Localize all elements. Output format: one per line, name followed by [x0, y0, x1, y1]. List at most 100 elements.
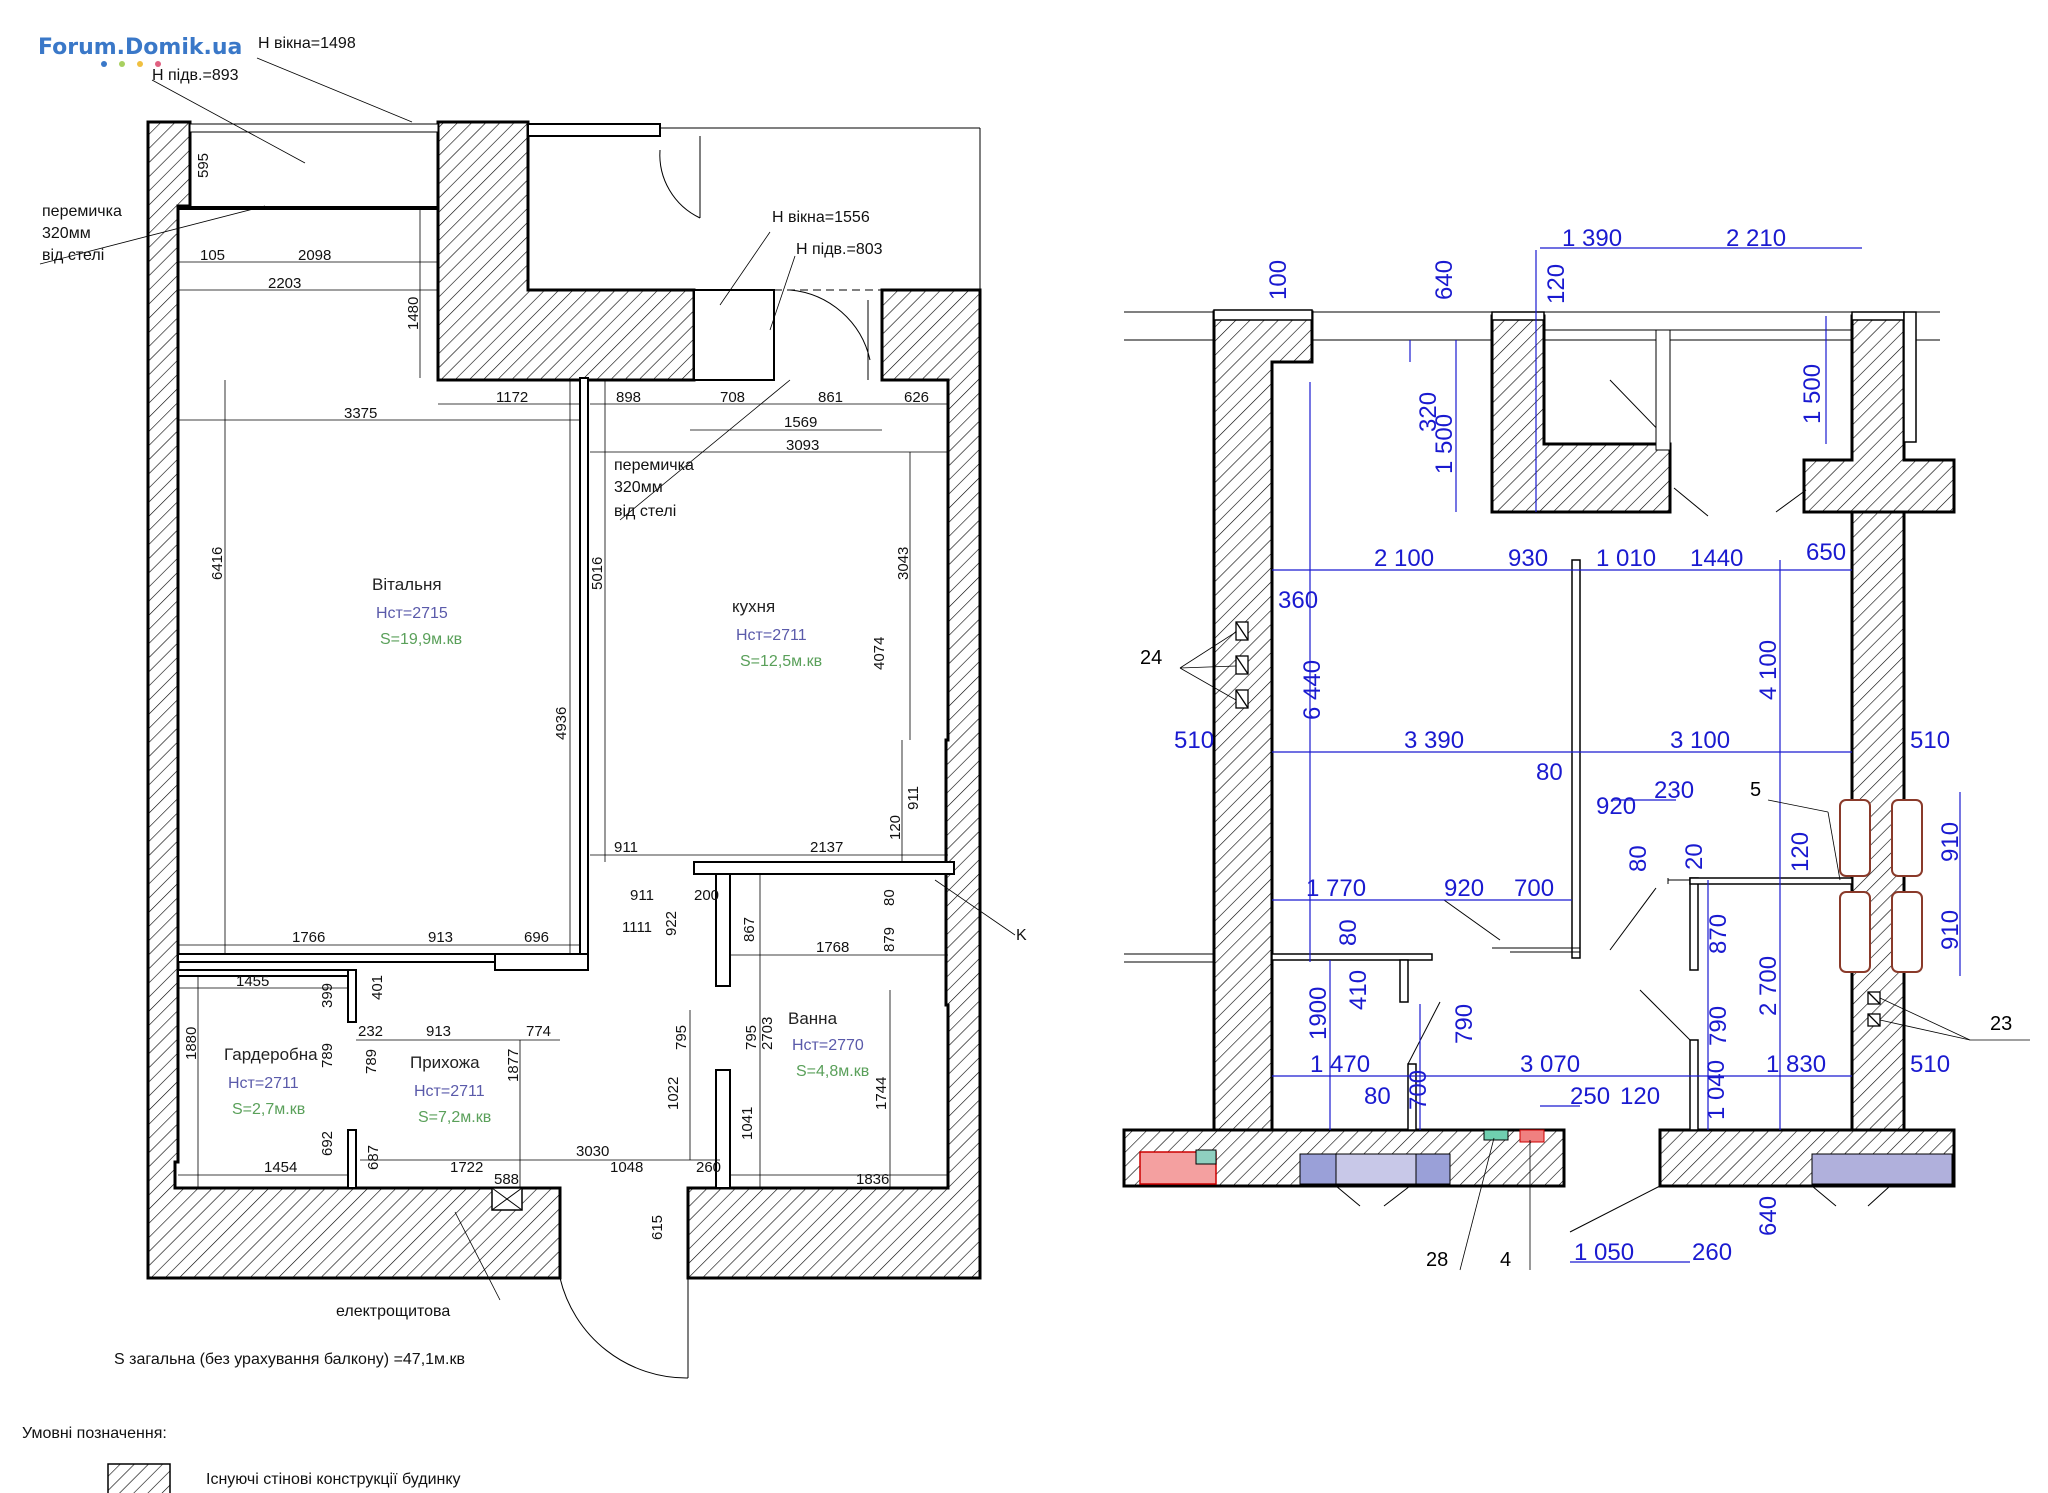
lintel-callout-2-line-3: від стелі — [614, 503, 676, 520]
lintel-callout-line-3: від стелі — [42, 247, 104, 264]
legend-title: Умовні позначення: — [22, 1425, 167, 1442]
sill-height-callout-2: H підв.=803 — [796, 241, 883, 258]
dim-label: 1 830 — [1766, 1051, 1826, 1078]
dim-label: 120 — [1787, 832, 1814, 872]
dim-label: 401 — [369, 975, 386, 1000]
dim-label: 861 — [818, 389, 843, 406]
dim-label: 1480 — [405, 297, 422, 330]
room-bath-name: Ванна — [788, 1009, 838, 1028]
tag-radiator: 5 — [1750, 779, 1761, 801]
room-bath-height: Hст=2770 — [792, 1037, 864, 1054]
dim-label: 1 470 — [1310, 1051, 1370, 1078]
dim-label: 640 — [1755, 1196, 1782, 1236]
dim-label: 2137 — [810, 839, 843, 856]
dim-label: 1455 — [236, 973, 269, 990]
dim-label: 1172 — [496, 389, 528, 406]
room-wardrobe-area: S=2,7м.кв — [232, 1101, 305, 1118]
tag-4: 4 — [1500, 1249, 1511, 1271]
tag-vent: 24 — [1140, 647, 1162, 669]
dim-label: 2098 — [298, 247, 331, 264]
dim-label: 2 700 — [1755, 956, 1782, 1016]
room-living-area: S=19,9м.кв — [380, 631, 462, 648]
dim-label: 260 — [696, 1159, 721, 1176]
dim-label: 774 — [526, 1023, 551, 1040]
dim-label: 789 — [319, 1043, 336, 1068]
dim-label: 1768 — [816, 939, 849, 956]
window-height-callout: H вікна=1498 — [258, 35, 356, 52]
dim-label: 1022 — [665, 1077, 682, 1110]
dim-label: 790 — [1451, 1004, 1478, 1044]
dim-label: 1900 — [1305, 987, 1332, 1040]
dim-label: 1048 — [610, 1159, 643, 1176]
room-kitchen-height: Hст=2711 — [736, 627, 807, 644]
dim-label: 1744 — [873, 1077, 890, 1110]
room-kitchen-name: кухня — [732, 597, 775, 616]
dim-label: 1836 — [856, 1171, 889, 1188]
dim-label: 1880 — [183, 1027, 200, 1060]
legend-hatch-swatch — [107, 1463, 171, 1493]
dim-label: 410 — [1345, 970, 1372, 1010]
dim-label: 879 — [881, 927, 898, 952]
dim-label: 80 — [1364, 1083, 1391, 1110]
right-plan: 100 640 1 390 2 210 120 320 1 500 1 500 … — [1122, 225, 2030, 1271]
dim-label: 1041 — [739, 1107, 756, 1140]
dim-label: 20 — [1681, 843, 1708, 870]
dim-label: 3030 — [576, 1143, 609, 1160]
dim-label: 260 — [1692, 1239, 1732, 1266]
dim-label: 700 — [1405, 1070, 1432, 1110]
dim-label: 920 — [1596, 793, 1636, 820]
dim-label: 510 — [1910, 1051, 1950, 1078]
dim-label: 615 — [649, 1215, 666, 1240]
lintel-callout-line-2: 320мм — [42, 225, 91, 242]
room-living-height: Hст=2715 — [376, 605, 448, 622]
room-living-name: Вітальня — [372, 575, 442, 594]
dim-label: 200 — [694, 887, 719, 904]
dim-label: 911 — [614, 839, 638, 856]
total-area-label: S загальна (без урахування балкону) =47,… — [114, 1351, 465, 1368]
room-hallway-height: Hст=2711 — [414, 1083, 485, 1100]
dim-label: 6 440 — [1299, 660, 1326, 720]
dim-label: 795 — [673, 1025, 690, 1050]
dim-label: 795 — [743, 1025, 760, 1050]
dim-label: 1111 — [622, 919, 652, 936]
dim-label: 4936 — [553, 707, 570, 740]
dim-label: 510 — [1174, 727, 1214, 754]
left-plan: H вікна=1498 H підв.=893 перемичка 320мм… — [39, 35, 1027, 1379]
dim-label: 687 — [365, 1145, 382, 1170]
dim-label: 510 — [1910, 727, 1950, 754]
dim-label: 80 — [1536, 759, 1563, 786]
watermark-logo: Forum.Domik.ua — [38, 35, 242, 60]
dim-label: 2203 — [268, 275, 301, 292]
dim-label: 2 210 — [1726, 225, 1786, 252]
dim-label: 4 100 — [1755, 640, 1782, 700]
legend-item-label: Існуючі стінові конструкції будинку — [206, 1471, 461, 1488]
dim-label: 5016 — [589, 557, 606, 590]
dim-label: 910 — [1937, 910, 1964, 950]
dim-label: 80 — [1625, 845, 1652, 872]
dim-label: 920 — [1444, 875, 1484, 902]
dim-label: 911 — [905, 786, 922, 810]
dim-label: 3043 — [895, 547, 912, 580]
dim-label: 1766 — [292, 929, 325, 946]
window-height-callout-2: H вікна=1556 — [772, 209, 870, 226]
dim-label: 232 — [358, 1023, 383, 1040]
tag-duct: 23 — [1990, 1013, 2012, 1035]
dim-label: 230 — [1654, 777, 1694, 804]
dim-label: 588 — [494, 1171, 519, 1188]
room-bath-area: S=4,8м.кв — [796, 1063, 869, 1080]
dim-label: 80 — [881, 889, 898, 906]
dim-label: 789 — [363, 1049, 380, 1074]
dim-label: 1 040 — [1703, 1060, 1730, 1120]
dim-label: 1 050 — [1574, 1239, 1634, 1266]
electrical-panel-label: електрощитова — [336, 1303, 450, 1320]
dim-label: 911 — [630, 887, 654, 904]
dim-label: 640 — [1431, 260, 1458, 300]
room-wardrobe-name: Гардеробна — [224, 1045, 318, 1064]
dim-label: 626 — [904, 389, 929, 406]
dim-label: 922 — [663, 911, 680, 936]
dim-label: 910 — [1937, 822, 1964, 862]
dim-label: 1722 — [450, 1159, 483, 1176]
dim-label: 1454 — [264, 1159, 297, 1176]
dim-label: 4074 — [871, 637, 888, 670]
